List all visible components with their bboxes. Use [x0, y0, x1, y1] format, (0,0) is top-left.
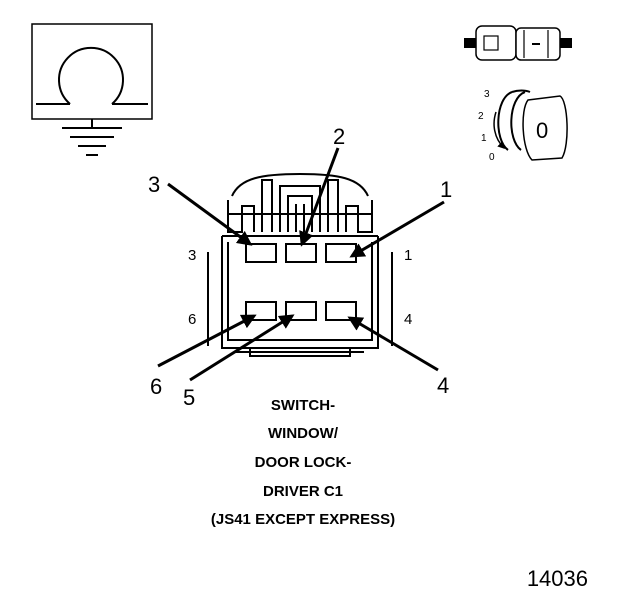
pin-cavity-2 — [285, 243, 317, 263]
arrow-pin-3 — [167, 182, 253, 246]
title-line-5: (JS41 EXCEPT EXPRESS) — [211, 511, 395, 528]
callout-pin-5: 5 — [183, 385, 195, 410]
ignition-position-1: 1 — [481, 133, 487, 144]
arrow-pin-2 — [299, 147, 340, 247]
connector-plug-icon — [464, 25, 572, 61]
arrow-pin-1 — [349, 200, 445, 258]
pin-cavity-3 — [245, 243, 277, 263]
arrow-pin-4 — [347, 316, 439, 372]
arrow-pin-6 — [157, 314, 257, 368]
side-label-1: 1 — [404, 247, 412, 264]
figure-number: 14036 — [527, 566, 588, 591]
side-label-4: 4 — [404, 311, 412, 328]
ignition-key-label: 0 — [536, 118, 548, 143]
callout-pin-1: 1 — [440, 177, 452, 202]
ignition-position-2: 2 — [478, 111, 484, 122]
connector-body — [207, 172, 393, 357]
pin-cavity-4 — [325, 301, 357, 321]
connector-title: SWITCH- WINDOW/ DOOR LOCK- DRIVER C1 (JS… — [211, 397, 395, 528]
ignition-position-3: 3 — [484, 89, 490, 100]
callout-arrows — [157, 147, 445, 382]
ground-symbol-icon — [31, 23, 153, 156]
title-line-1: SWITCH- — [271, 397, 335, 414]
side-label-3: 3 — [188, 247, 196, 264]
callout-pin-2: 2 — [333, 124, 345, 149]
title-line-2: WINDOW/ — [268, 425, 339, 442]
side-label-6: 6 — [188, 311, 196, 328]
ignition-position-0: 0 — [489, 152, 495, 163]
ignition-switch-icon: 3 2 1 0 0 — [478, 89, 568, 163]
title-line-3: DOOR LOCK- — [255, 454, 352, 471]
callout-pin-4: 4 — [437, 373, 449, 398]
pin-cavities — [245, 243, 357, 321]
callout-pin-3: 3 — [148, 172, 160, 197]
arrow-pin-5 — [189, 314, 295, 382]
callout-pin-6: 6 — [150, 374, 162, 399]
title-line-4: DRIVER C1 — [263, 483, 343, 500]
pin-cavity-1 — [325, 243, 357, 263]
